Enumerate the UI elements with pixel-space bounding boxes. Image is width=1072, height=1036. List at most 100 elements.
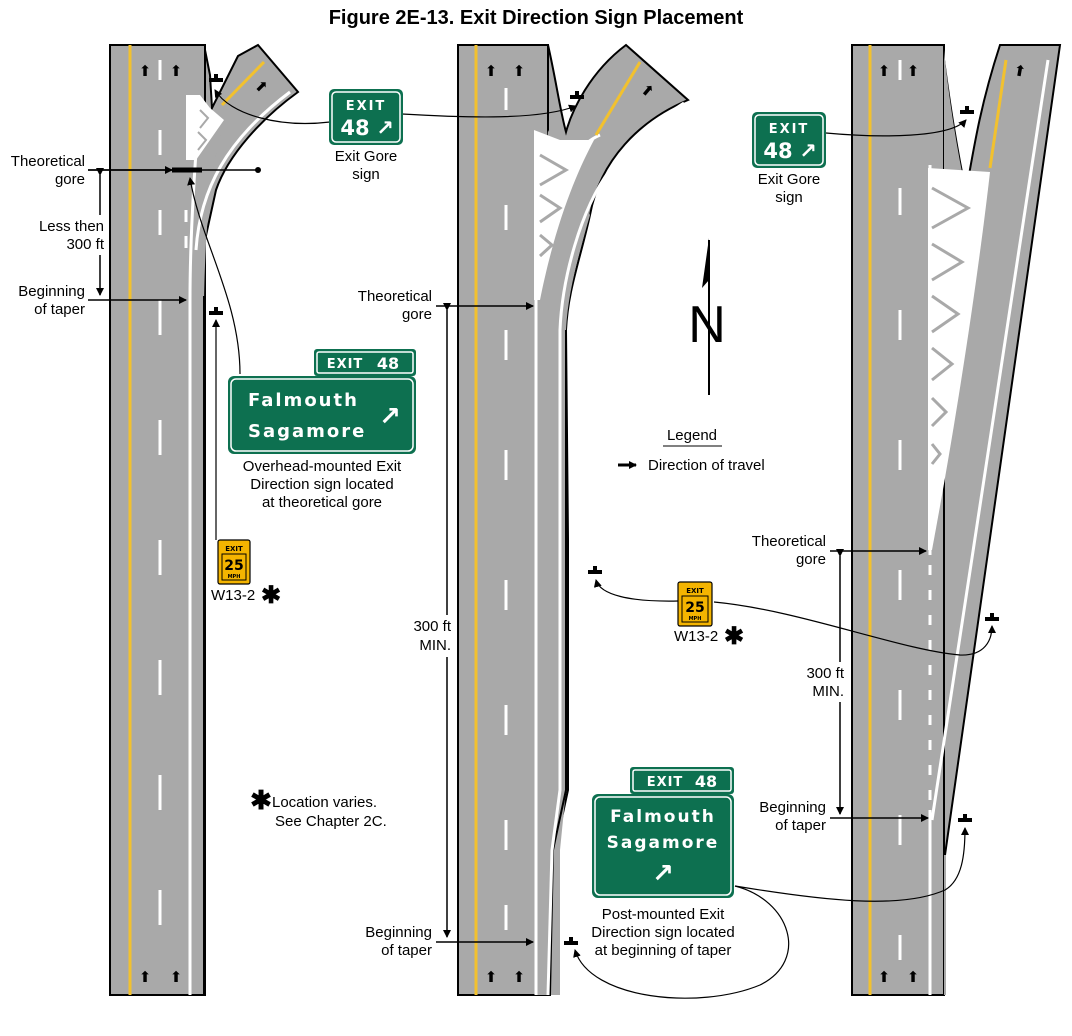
left-arrow-up-4: ⬆ xyxy=(170,969,183,986)
overhead-caption-l3: at theoretical gore xyxy=(262,494,382,511)
w13-left-top: EXIT xyxy=(225,545,243,553)
right-lane-dashes xyxy=(898,60,932,960)
overhead-caption-l2: Direction sign located xyxy=(250,476,393,493)
gore-sign-1-word: EXIT xyxy=(346,99,387,114)
w13-left-label: W13-2 xyxy=(211,587,255,604)
gore-sign-1-caption-l2: sign xyxy=(352,166,380,183)
gore-sign-2-arrow: ↗ xyxy=(799,139,817,163)
mid-min-distance-l2: MIN. xyxy=(419,637,451,654)
figure-title: Figure 2E-13. Exit Direction Sign Placem… xyxy=(329,7,744,29)
north-arrow-icon: N xyxy=(688,238,726,395)
exit-gore-sign-1: EXIT 48 ↗ xyxy=(329,89,403,145)
w13-right-label: W13-2 xyxy=(674,628,718,645)
overhead-arrow: ↗ xyxy=(379,402,401,432)
right-arrow-up-4: ⬆ xyxy=(907,969,920,986)
w13-2-sign-left: EXIT 25 MPH xyxy=(217,539,251,585)
gore-sign-1-caption-l1: Exit Gore xyxy=(335,148,398,165)
north-letter: N xyxy=(688,296,726,354)
middle-lane-dashes xyxy=(504,88,538,930)
post-caption-l3: at beginning of taper xyxy=(595,942,732,959)
middle-panel: ⬆ ⬆ ⬆ ⬆ ⬆ Theoretical gore 300 ft MIN. B… xyxy=(250,43,790,999)
left-gore-chevrons xyxy=(186,95,224,160)
right-panel: ⬆ ⬆ ⬆ ⬆ ⬆ Theoretical gore 300 ft MIN. B… xyxy=(588,44,1062,996)
left-post-symbol-w13 xyxy=(209,307,223,315)
overhead-line2: Sagamore xyxy=(248,421,366,442)
overhead-caption-l1: Overhead-mounted Exit xyxy=(243,458,402,475)
legend-item: Direction of travel xyxy=(648,457,765,474)
overhead-tab-number: 48 xyxy=(377,354,399,373)
right-post-symbol-w13 xyxy=(985,613,999,621)
w13-right-top: EXIT xyxy=(686,587,704,595)
post-tab-number: 48 xyxy=(695,772,717,791)
post-arrow: ↗ xyxy=(652,859,674,889)
post-line2: Sagamore xyxy=(607,833,720,853)
post-caption-l2: Direction sign located xyxy=(591,924,734,941)
left-arrow-up-3: ⬆ xyxy=(139,969,152,986)
right-arrow-up-2: ⬆ xyxy=(907,63,920,80)
left-theoretical-gore-l1: Theoretical xyxy=(11,153,85,170)
post-mounted-exit-direction-sign: EXIT 48 Falmouth Sagamore ↗ xyxy=(592,767,734,898)
gore-sign-2-caption-l2: sign xyxy=(775,189,803,206)
post-caption-l1: Post-mounted Exit xyxy=(602,906,725,923)
right-gore-chevrons xyxy=(928,168,990,550)
note-line2: See Chapter 2C. xyxy=(275,813,387,830)
left-beginning-taper-l2: of taper xyxy=(34,301,85,318)
overhead-tab-word: EXIT xyxy=(327,357,364,372)
right-theoretical-gore-l1: Theoretical xyxy=(752,533,826,550)
w13-left-speed: 25 xyxy=(224,558,243,574)
note-line1: Location varies. xyxy=(272,794,377,811)
w13-right-asterisk: ✱ xyxy=(724,623,744,650)
left-panel: ⬆ ⬆ ⬆ ⬆ ⬆ Theoretical gore Less then 300… xyxy=(11,43,331,996)
w13-2-sign-right: EXIT 25 MPH xyxy=(677,581,713,627)
left-post-symbol-gore xyxy=(209,74,223,82)
mid-beginning-taper-l1: Beginning xyxy=(365,924,432,941)
left-beginning-taper-l1: Beginning xyxy=(18,283,85,300)
w13-left-asterisk: ✱ xyxy=(261,582,281,609)
gore-sign-2-caption-l1: Exit Gore xyxy=(758,171,821,188)
mid-arrow-up-1: ⬆ xyxy=(485,63,498,80)
mid-arrow-up-4: ⬆ xyxy=(513,969,526,986)
right-arrow-up-3: ⬆ xyxy=(878,969,891,986)
right-theoretical-gore-l2: gore xyxy=(796,551,826,568)
w13-left-unit: MPH xyxy=(228,574,241,580)
gore-sign-2-word: EXIT xyxy=(769,122,810,137)
middle-gore-chevrons xyxy=(534,130,594,300)
post-tab-word: EXIT xyxy=(647,775,684,790)
left-arrow-up-1: ⬆ xyxy=(139,63,152,80)
right-ramp-arrow: ⬆ xyxy=(1012,62,1027,81)
right-beginning-taper-l1: Beginning xyxy=(759,799,826,816)
post-line1: Falmouth xyxy=(610,807,716,827)
mid-theoretical-gore-l2: gore xyxy=(402,306,432,323)
left-less-than-l2: 300 ft xyxy=(66,236,104,253)
mid-min-distance-l1: 300 ft xyxy=(413,618,451,635)
mid-arrow-up-2: ⬆ xyxy=(513,63,526,80)
right-arrow-up-1: ⬆ xyxy=(878,63,891,80)
right-min-distance-l2: MIN. xyxy=(812,683,844,700)
note-asterisk: ✱ xyxy=(250,785,272,815)
left-theoretical-gore-l2: gore xyxy=(55,171,85,188)
legend-title: Legend xyxy=(667,427,717,444)
mid-post-symbol-direction xyxy=(564,937,578,945)
mid-beginning-taper-l2: of taper xyxy=(381,942,432,959)
left-lane-dashes xyxy=(158,60,188,925)
left-less-than-l1: Less then xyxy=(39,218,104,235)
right-post-symbol-taper xyxy=(958,814,972,822)
mid-theoretical-gore-l1: Theoretical xyxy=(358,288,432,305)
right-beginning-taper-l2: of taper xyxy=(775,817,826,834)
mid-post-symbol-w13 xyxy=(588,566,602,574)
mid-post-symbol-gore xyxy=(570,91,584,99)
w13-right-unit: MPH xyxy=(689,616,702,622)
exit-gore-sign-2: EXIT 48 ↗ xyxy=(752,112,826,168)
legend: Legend Direction of travel xyxy=(618,427,765,474)
right-post-symbol-gore xyxy=(960,106,974,114)
right-min-distance-l1: 300 ft xyxy=(806,665,844,682)
overhead-exit-direction-sign: EXIT 48 Falmouth Sagamore ↗ xyxy=(228,349,416,454)
middle-mainline-pavement xyxy=(457,44,549,996)
gore-sign-1-number: 48 xyxy=(340,116,369,140)
overhead-line1: Falmouth xyxy=(248,390,359,411)
gore-sign-2-number: 48 xyxy=(763,139,792,163)
left-arrow-up-2: ⬆ xyxy=(170,63,183,80)
w13-right-speed: 25 xyxy=(685,600,704,616)
mid-arrow-up-3: ⬆ xyxy=(485,969,498,986)
